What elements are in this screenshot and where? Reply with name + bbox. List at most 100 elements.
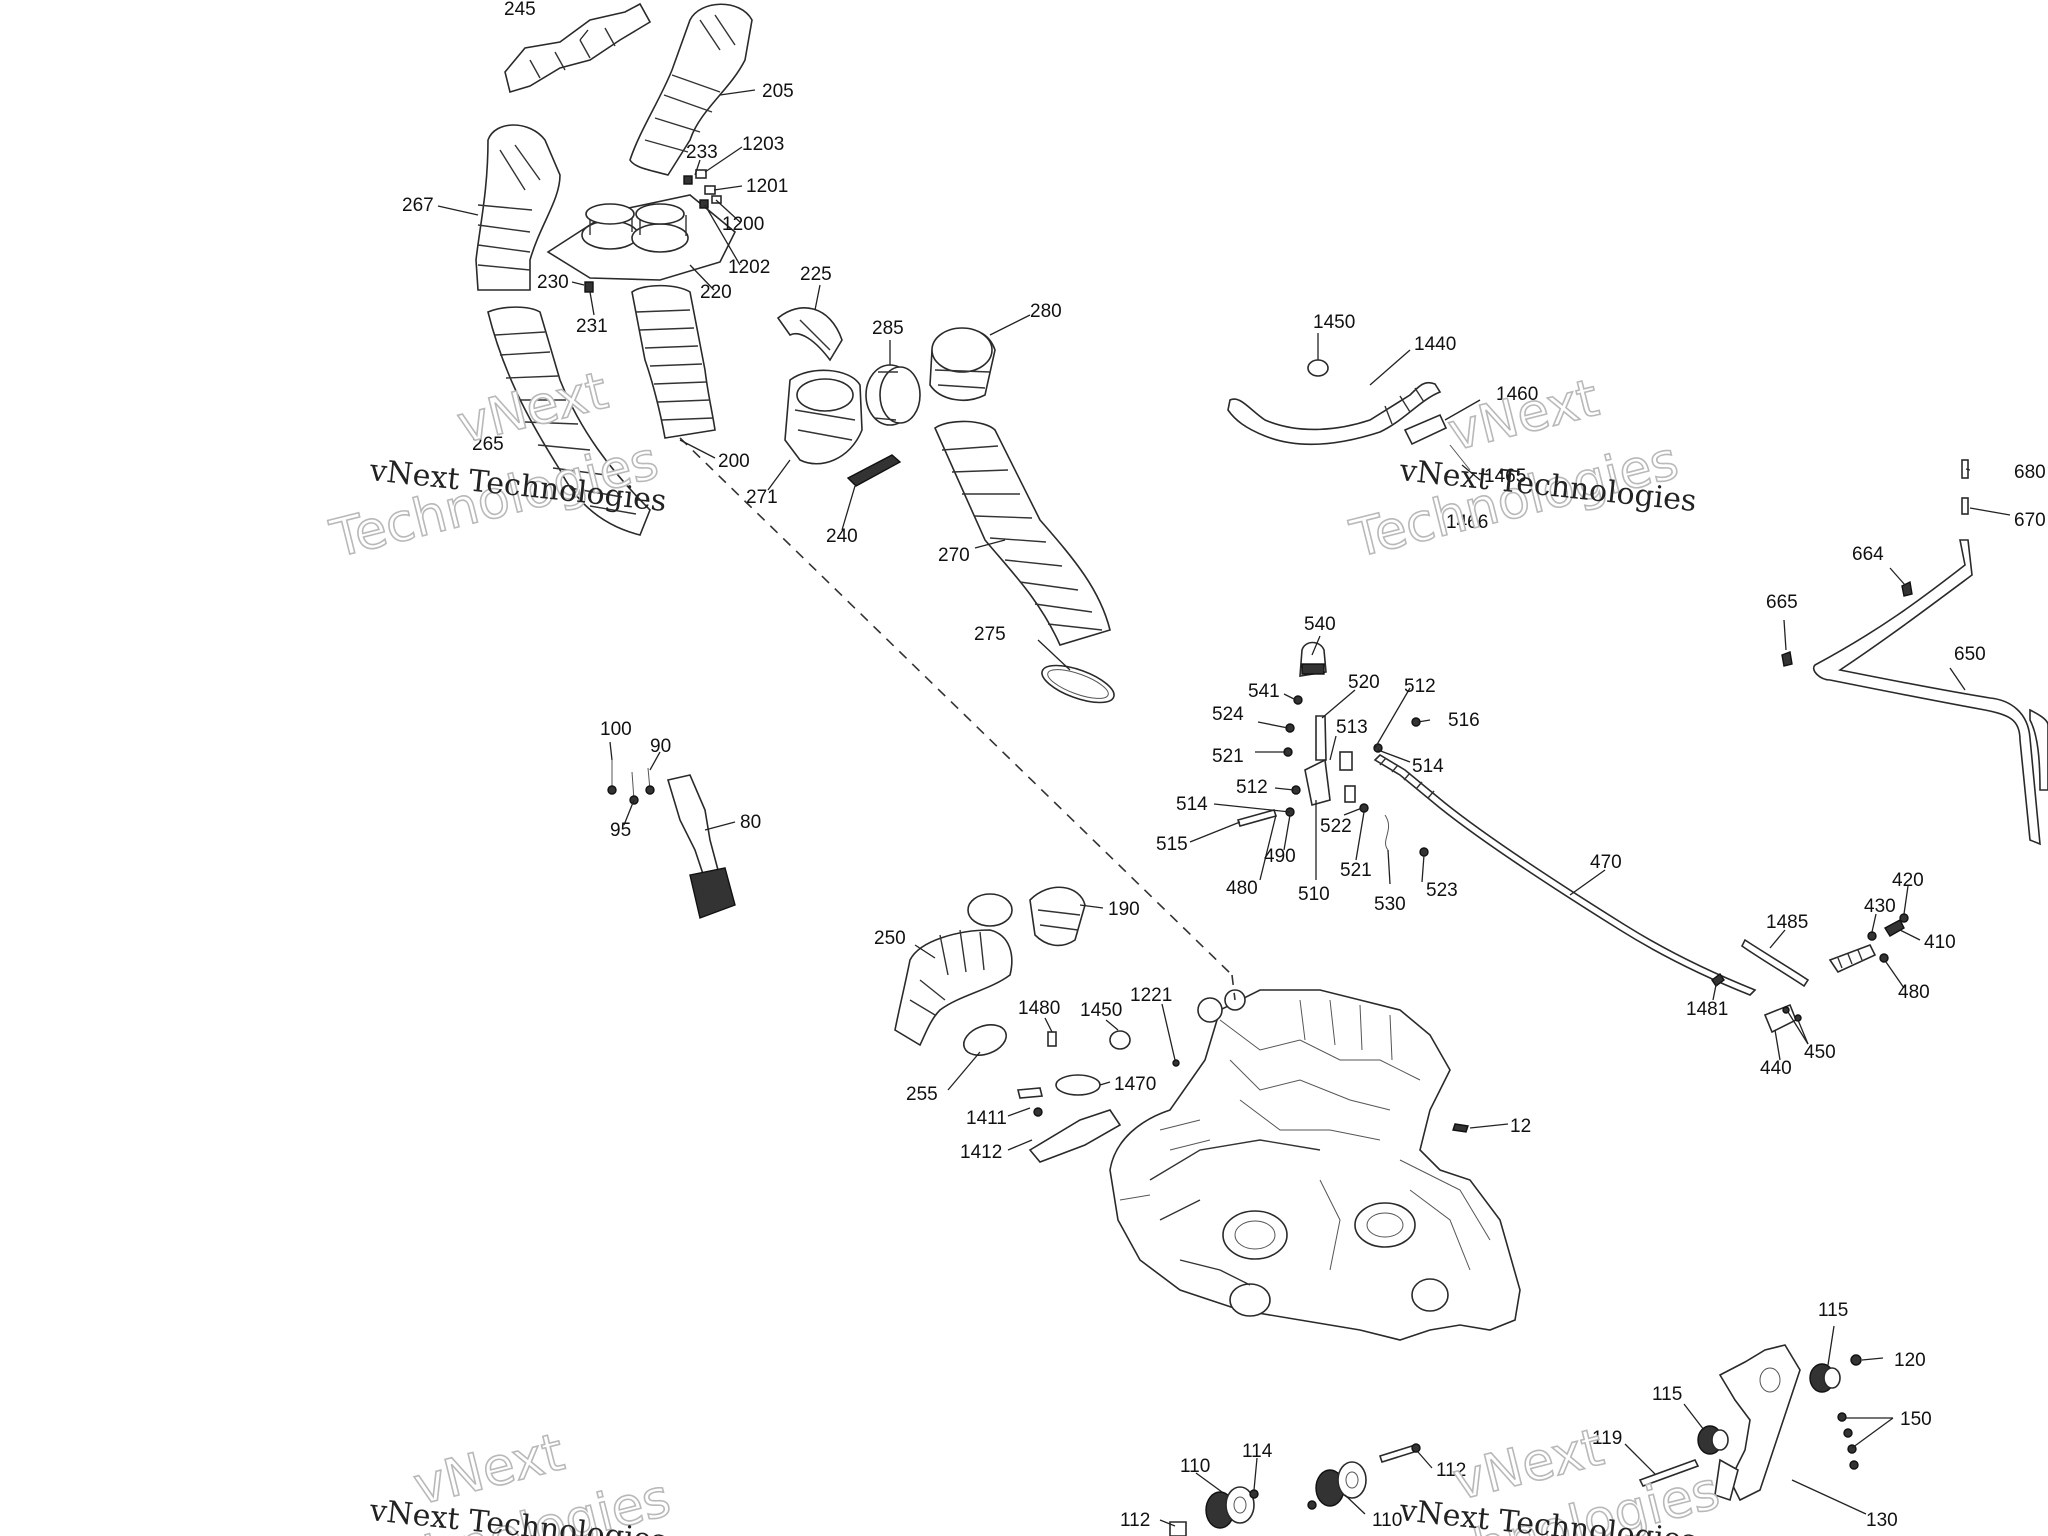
leader-lines bbox=[437, 29, 2011, 1527]
part-80-pedal bbox=[607, 760, 736, 919]
callout-470: 470 bbox=[1590, 852, 1622, 873]
callout-480-right: 480 bbox=[1898, 982, 1930, 1003]
callout-275: 275 bbox=[974, 624, 1006, 645]
callout-523: 523 bbox=[1426, 880, 1458, 901]
part-110-gear-a bbox=[1205, 1486, 1255, 1529]
assembly-dashed-line bbox=[679, 437, 1233, 976]
callout-513: 513 bbox=[1336, 717, 1368, 738]
callout-230: 230 bbox=[537, 272, 569, 293]
callout-231: 231 bbox=[576, 316, 608, 337]
callout-680: 680 bbox=[2014, 462, 2046, 483]
callout-115-top: 115 bbox=[1818, 1300, 1848, 1321]
callout-520: 520 bbox=[1348, 672, 1380, 693]
callout-1202: 1202 bbox=[728, 257, 770, 278]
callout-119: 119 bbox=[1592, 1428, 1622, 1449]
callout-270: 270 bbox=[938, 545, 970, 566]
callout-1465: 1465 bbox=[1484, 466, 1526, 487]
callout-1485: 1485 bbox=[1766, 912, 1808, 933]
part-drawings bbox=[475, 2, 2048, 1536]
callout-12: 12 bbox=[1510, 1116, 1531, 1137]
callout-255: 255 bbox=[906, 1084, 938, 1105]
callout-1411: 1411 bbox=[966, 1108, 1007, 1129]
callout-265: 265 bbox=[472, 434, 504, 455]
assembly-dashed-line-vertical bbox=[1231, 974, 1236, 1001]
callout-664: 664 bbox=[1852, 544, 1884, 565]
callout-1466: 1466 bbox=[1446, 512, 1488, 533]
part-115-gear-b bbox=[1697, 1425, 1729, 1455]
part-410-lever bbox=[1828, 913, 1909, 974]
part-150-bolts bbox=[1837, 1412, 1859, 1470]
callout-190: 190 bbox=[1108, 899, 1140, 920]
part-220-airbox-plate bbox=[546, 194, 737, 281]
callout-numbers: 245 205 233 1203 1201 267 1200 1202 230 … bbox=[402, 0, 2046, 1531]
callout-240: 240 bbox=[826, 526, 858, 547]
part-engine-assembly bbox=[1109, 989, 1521, 1341]
callout-524: 524 bbox=[1212, 704, 1244, 725]
part-200-hose bbox=[631, 284, 716, 439]
callout-530: 530 bbox=[1374, 894, 1406, 915]
part-270-hose bbox=[933, 420, 1111, 646]
part-267-duct bbox=[475, 124, 561, 291]
part-130-shift-fork bbox=[1714, 1344, 1801, 1502]
callout-100: 100 bbox=[600, 719, 632, 740]
callout-1450-bottom: 1450 bbox=[1080, 1000, 1122, 1021]
part-small-hose-fittings bbox=[1047, 1030, 1180, 1067]
part-271-housing bbox=[784, 369, 863, 465]
part-1460-sleeve bbox=[1403, 413, 1448, 446]
part-650-tube bbox=[1812, 539, 2041, 846]
callout-410: 410 bbox=[1924, 932, 1956, 953]
part-240-strip bbox=[846, 454, 902, 487]
callout-515: 515 bbox=[1156, 834, 1188, 855]
callout-112-right: 112 bbox=[1436, 1460, 1466, 1481]
callout-95: 95 bbox=[610, 820, 631, 841]
callout-522: 522 bbox=[1320, 816, 1352, 837]
part-280-elbow bbox=[929, 327, 996, 401]
callout-112-left: 112 bbox=[1120, 1510, 1150, 1531]
callout-420: 420 bbox=[1892, 870, 1924, 891]
callout-233: 233 bbox=[686, 142, 718, 163]
callout-1460: 1460 bbox=[1496, 384, 1538, 405]
callout-1201: 1201 bbox=[746, 176, 788, 197]
callout-540: 540 bbox=[1304, 614, 1336, 635]
part-small-fittings-right bbox=[1781, 459, 1969, 667]
part-190-elbow bbox=[1029, 886, 1086, 947]
part-1412-bracket bbox=[1016, 1087, 1122, 1163]
callout-250: 250 bbox=[874, 928, 906, 949]
part-245-shield bbox=[504, 2, 652, 94]
callout-1200: 1200 bbox=[722, 214, 764, 235]
part-fasteners-cluster-top bbox=[584, 169, 722, 293]
part-540-knob bbox=[1299, 641, 1327, 677]
part-205-duct bbox=[629, 3, 753, 176]
callout-280: 280 bbox=[1030, 301, 1062, 322]
callout-115-mid: 115 bbox=[1652, 1384, 1682, 1405]
part-110-gear-b bbox=[1315, 1461, 1367, 1507]
callout-1450-top: 1450 bbox=[1313, 312, 1355, 333]
callout-285: 285 bbox=[872, 318, 904, 339]
part-650-tube-right bbox=[2029, 708, 2048, 791]
part-fasteners-selector bbox=[1236, 695, 1429, 857]
part-1470-clamp bbox=[1055, 1074, 1101, 1096]
callout-114: 114 bbox=[1242, 1441, 1273, 1462]
callout-512-top: 512 bbox=[1404, 676, 1436, 697]
callout-521-bottom: 521 bbox=[1340, 860, 1372, 881]
callout-514-right: 514 bbox=[1412, 756, 1444, 777]
callout-514-left: 514 bbox=[1176, 794, 1208, 815]
callout-541: 541 bbox=[1248, 681, 1280, 702]
callout-1481: 1481 bbox=[1686, 999, 1728, 1020]
watermark-top-left: vNext Technologies bbox=[324, 360, 665, 571]
callout-512-mid: 512 bbox=[1236, 777, 1268, 798]
part-265-hose bbox=[487, 306, 651, 536]
callout-110-left: 110 bbox=[1180, 1456, 1210, 1477]
part-470-cable bbox=[1373, 753, 1757, 996]
callout-1221: 1221 bbox=[1130, 985, 1172, 1006]
callout-521-top: 521 bbox=[1212, 746, 1244, 767]
callout-1470: 1470 bbox=[1114, 1074, 1156, 1095]
callout-510: 510 bbox=[1298, 884, 1330, 905]
callout-90: 90 bbox=[650, 736, 671, 757]
callout-120: 120 bbox=[1894, 1350, 1926, 1371]
part-250-hose bbox=[894, 893, 1013, 1047]
callout-1203: 1203 bbox=[742, 134, 784, 155]
callout-665: 665 bbox=[1766, 592, 1798, 613]
callout-516: 516 bbox=[1448, 710, 1480, 731]
